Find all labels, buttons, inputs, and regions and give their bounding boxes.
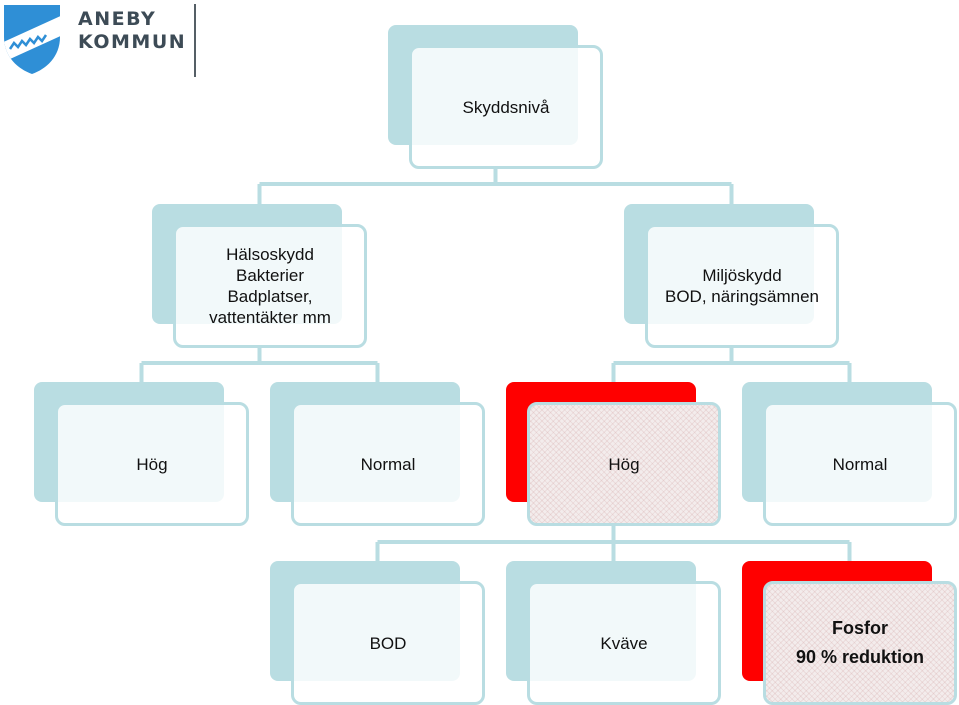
node-text-line: Bakterier [235, 266, 305, 285]
node-text-line: Hög [608, 454, 640, 474]
node-label-box: Normal [763, 402, 957, 526]
node-text-line: Hög [136, 454, 168, 474]
node-label-box: Skyddsnivå [409, 45, 603, 169]
node-text-line: Miljöskydd [702, 266, 782, 285]
node-text-line: BOD, näringsämnen [664, 287, 820, 306]
node-text-line: vattentäkter mm [209, 308, 331, 327]
node-label-box: Normal [291, 402, 485, 526]
aneby-kommun-logo: ANEBY KOMMUN [0, 0, 200, 80]
node-text-line: Kväve [600, 633, 648, 653]
node-text-line: Normal [832, 454, 888, 474]
node-text-line: Fosfor [832, 618, 888, 638]
node-text-line: Skyddsnivå [462, 97, 550, 117]
municipal-shield-icon [4, 5, 60, 74]
node-label-box: Fosfor 90 % reduktion [763, 581, 957, 705]
logo-wordmark: ANEBY KOMMUN [78, 8, 186, 54]
node-label-box: Hög [55, 402, 249, 526]
logo-line-2: KOMMUN [78, 31, 187, 53]
node-text-line: 90 % reduktion [795, 647, 925, 667]
logo-line-1: ANEBY [78, 8, 157, 30]
logo-divider [194, 4, 196, 77]
node-label-box: Kväve [527, 581, 721, 705]
node-text-line: Normal [360, 454, 416, 474]
node-text-line: BOD [369, 633, 407, 653]
node-text-line: Badplatser, [227, 287, 313, 306]
node-label-box: BOD [291, 581, 485, 705]
node-label-box: Hög [527, 402, 721, 526]
node-text-line: Hälsoskydd [226, 245, 314, 264]
